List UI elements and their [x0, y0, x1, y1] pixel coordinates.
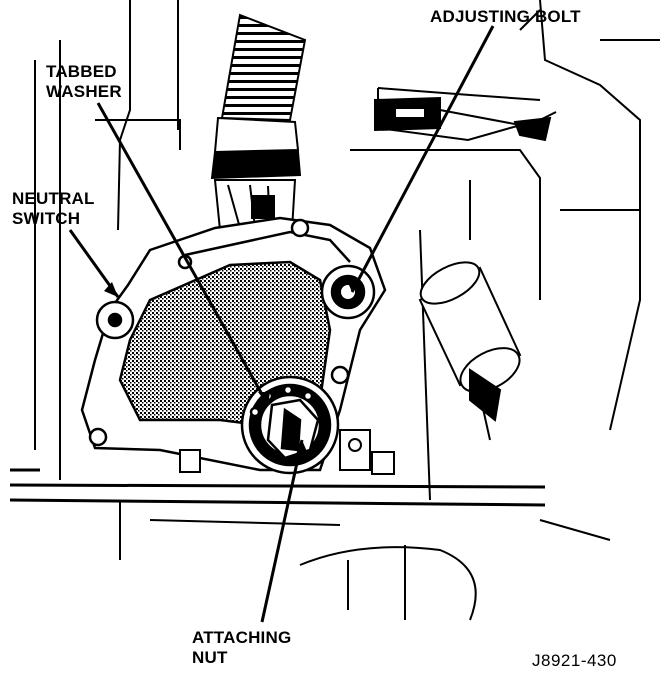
leader-lines — [68, 25, 495, 623]
figure-code: J8921-430 — [532, 651, 617, 670]
label-neutral-switch-line1: NEUTRAL — [12, 189, 95, 208]
label-neutral-switch: NEUTRAL SWITCH — [12, 189, 95, 229]
leader-arrowheads — [104, 278, 358, 454]
attaching-nut-assembly — [240, 375, 340, 475]
label-tabbed-washer: TABBED WASHER — [46, 62, 122, 102]
base-plate — [9, 468, 546, 507]
base-bosses — [179, 429, 395, 475]
leader-tabbed-washer — [96, 102, 270, 406]
leader-adjusting-bolt — [350, 25, 495, 293]
label-tabbed-washer-line2: WASHER — [46, 82, 122, 101]
label-attaching-nut-line1: ATTACHING — [192, 628, 292, 647]
sensor-cylinder — [418, 261, 522, 441]
wiring-harness — [210, 13, 307, 231]
label-neutral-switch-line2: SWITCH — [12, 209, 81, 228]
label-attaching-nut: ATTACHING NUT — [192, 628, 291, 668]
label-attaching-nut-line2: NUT — [192, 648, 228, 667]
label-tabbed-washer-line1: TABBED — [46, 62, 117, 81]
leader-attaching-nut — [260, 439, 304, 623]
label-adjusting-bolt: ADJUSTING BOLT — [430, 7, 581, 26]
bracket — [374, 96, 552, 142]
